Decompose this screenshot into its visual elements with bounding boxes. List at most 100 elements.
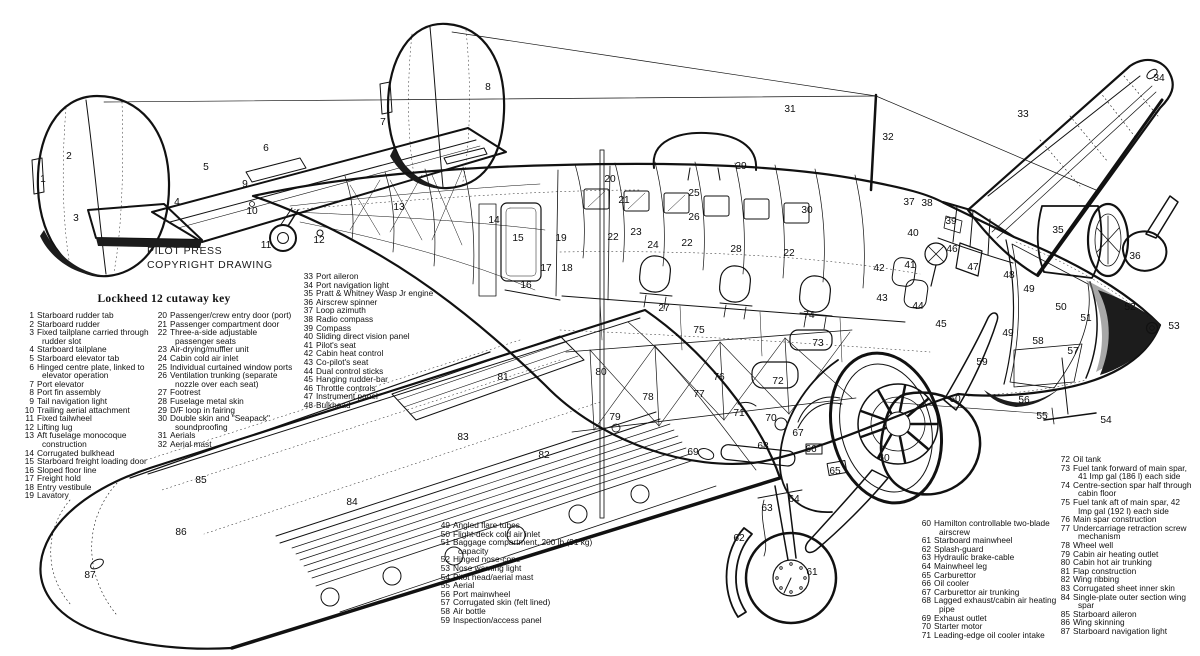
callout-48: 48 — [1003, 270, 1015, 281]
callout-22: 22 — [607, 232, 619, 243]
copyright-note: PILOT PRESS COPYRIGHT DRAWING — [147, 244, 273, 272]
callout-14: 14 — [488, 215, 500, 226]
callout-60: 60 — [878, 453, 890, 464]
callout-22: 22 — [783, 248, 795, 259]
callout-37: 37 — [903, 197, 915, 208]
callout-45: 45 — [935, 319, 947, 330]
callout-27: 27 — [658, 303, 670, 314]
callout-26: 26 — [688, 212, 700, 223]
starboard-engine — [697, 312, 999, 625]
callout-38: 38 — [921, 198, 933, 209]
callout-19: 19 — [555, 233, 567, 244]
callout-62: 62 — [733, 533, 745, 544]
propeller-blade-upper — [943, 312, 999, 411]
callout-2: 2 — [66, 151, 72, 162]
tailwheel — [269, 224, 297, 252]
baggage-compartment — [1009, 243, 1090, 389]
callout-16: 16 — [520, 280, 532, 291]
callout-36: 36 — [1129, 251, 1141, 262]
callout-15: 15 — [512, 233, 524, 244]
corrugated-bulkhead — [478, 203, 497, 297]
fuselage — [249, 131, 1162, 465]
callout-80: 80 — [595, 367, 607, 378]
oil-cooler-intake — [737, 401, 757, 407]
callout-25: 25 — [688, 188, 700, 199]
callout-78: 78 — [642, 392, 654, 403]
callout-21: 21 — [618, 195, 630, 206]
starboard-navigation-light — [90, 558, 104, 570]
callout-44: 44 — [912, 301, 924, 312]
callout-70: 70 — [765, 413, 777, 424]
carburettor — [826, 460, 848, 476]
corrugated-skin — [1013, 343, 1083, 388]
splash-guard — [725, 527, 753, 618]
callout-9: 9 — [242, 179, 248, 190]
callout-5: 5 — [203, 162, 209, 173]
flap — [391, 335, 585, 421]
instrument-panel — [955, 242, 983, 277]
starboard-fin — [31, 94, 203, 278]
callout-68: 68 — [757, 441, 769, 452]
callout-10: 10 — [246, 206, 258, 217]
pitot-head — [1043, 412, 1097, 421]
aerial-wires — [103, 31, 1097, 192]
callout-61: 61 — [806, 567, 818, 578]
starboard-wing — [39, 308, 782, 650]
callout-11: 11 — [261, 240, 272, 251]
freight-door — [500, 202, 542, 282]
callout-34: 34 — [1153, 73, 1165, 84]
callout-17: 17 — [540, 263, 552, 274]
pilot-seat — [891, 257, 917, 287]
nose-section — [885, 241, 1160, 425]
callout-81: 81 — [497, 372, 509, 383]
lifting-lug — [316, 229, 324, 237]
callout-55: 55 — [1036, 411, 1048, 422]
callout-83: 83 — [457, 432, 469, 443]
port-navigation-light — [1146, 68, 1158, 80]
callout-24: 24 — [647, 240, 659, 251]
callout-3: 3 — [73, 213, 79, 224]
callout-8: 8 — [485, 82, 491, 93]
